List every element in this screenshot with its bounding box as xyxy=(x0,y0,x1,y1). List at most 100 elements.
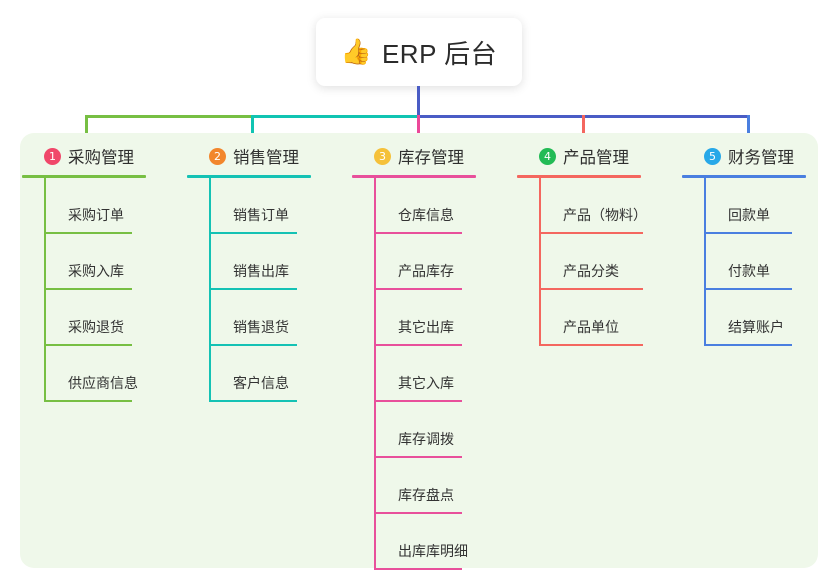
list-item-rule xyxy=(44,344,132,346)
column-3: 3 库存管理仓库信息产品库存其它出库其它入库库存调拨库存盘点出库库明细 xyxy=(352,143,476,570)
list-item[interactable]: 仓库信息 xyxy=(352,178,476,234)
column-header-5[interactable]: 5 财务管理 xyxy=(682,143,806,169)
list-item-label: 客户信息 xyxy=(233,375,289,391)
list-item[interactable]: 其它入库 xyxy=(352,346,476,402)
list-item-rule xyxy=(539,344,643,346)
list-item-label: 付款单 xyxy=(728,263,770,279)
list-item[interactable]: 回款单 xyxy=(682,178,806,234)
column-header-1[interactable]: 1 采购管理 xyxy=(22,143,146,169)
list-item[interactable]: 产品库存 xyxy=(352,234,476,290)
list-item[interactable]: 付款单 xyxy=(682,234,806,290)
column-spine xyxy=(704,178,706,346)
column-badge-icon: 4 xyxy=(539,147,556,165)
list-item-label: 回款单 xyxy=(728,207,770,223)
column-title: 库存管理 xyxy=(398,149,464,167)
list-item-rule xyxy=(44,232,132,234)
list-item-label: 采购退货 xyxy=(68,319,124,335)
list-item-rule xyxy=(374,344,462,346)
list-item[interactable]: 出库库明细 xyxy=(352,514,476,570)
list-item-label: 采购入库 xyxy=(68,263,124,279)
list-item[interactable]: 销售订单 xyxy=(187,178,311,234)
column-title: 采购管理 xyxy=(68,149,134,167)
list-item[interactable]: 产品分类 xyxy=(517,234,643,290)
connector-drop-2 xyxy=(251,115,254,143)
column-badge-icon: 5 xyxy=(704,147,721,165)
list-item-label: 出库库明细 xyxy=(398,543,468,559)
list-item-label: 产品单位 xyxy=(563,319,619,335)
column-spine xyxy=(44,178,46,402)
list-item-rule xyxy=(209,400,297,402)
list-item[interactable]: 客户信息 xyxy=(187,346,311,402)
list-item-label: 结算账户 xyxy=(728,319,784,335)
list-item-label: 仓库信息 xyxy=(398,207,454,223)
list-item[interactable]: 其它出库 xyxy=(352,290,476,346)
column-items: 采购订单采购入库采购退货供应商信息 xyxy=(22,178,146,402)
list-item-rule xyxy=(209,344,297,346)
list-item-label: 库存调拨 xyxy=(398,431,454,447)
list-item-rule xyxy=(539,232,643,234)
column-badge-icon: 3 xyxy=(374,147,391,165)
column-header-rule xyxy=(517,175,641,178)
list-item-rule xyxy=(374,512,462,514)
column-5: 5 财务管理回款单付款单结算账户 xyxy=(682,143,806,346)
thumbs-up-icon: 👍 xyxy=(340,37,372,66)
list-item[interactable]: 销售退货 xyxy=(187,290,311,346)
column-1: 1 采购管理采购订单采购入库采购退货供应商信息 xyxy=(22,143,146,402)
column-2: 2 销售管理销售订单销售出库销售退货客户信息 xyxy=(187,143,311,402)
column-badge-icon: 1 xyxy=(44,147,61,165)
connector-bar-left xyxy=(85,115,254,118)
list-item-rule xyxy=(374,288,462,290)
column-header-rule xyxy=(22,175,146,178)
list-item-rule xyxy=(704,288,792,290)
list-item-rule xyxy=(374,400,462,402)
column-header-rule xyxy=(682,175,806,178)
list-item[interactable]: 供应商信息 xyxy=(22,346,146,402)
column-title: 财务管理 xyxy=(728,149,794,167)
connector-bar-mid xyxy=(253,115,419,118)
list-item-rule xyxy=(374,232,462,234)
list-item-rule xyxy=(704,344,792,346)
list-item-label: 销售退货 xyxy=(233,319,289,335)
column-header-rule xyxy=(187,175,311,178)
column-items: 回款单付款单结算账户 xyxy=(682,178,806,346)
list-item-rule xyxy=(44,400,132,402)
column-items: 销售订单销售出库销售退货客户信息 xyxy=(187,178,311,402)
column-title: 销售管理 xyxy=(233,149,299,167)
connector-trunk xyxy=(417,86,420,116)
list-item[interactable]: 产品单位 xyxy=(517,290,643,346)
column-badge-icon: 2 xyxy=(209,147,226,165)
list-item[interactable]: 库存调拨 xyxy=(352,402,476,458)
list-item-label: 供应商信息 xyxy=(68,375,138,391)
list-item-label: 产品库存 xyxy=(398,263,454,279)
column-header-rule xyxy=(352,175,476,178)
list-item-rule xyxy=(374,456,462,458)
list-item[interactable]: 采购退货 xyxy=(22,290,146,346)
connector-drop-4 xyxy=(582,115,585,143)
list-item[interactable]: 采购入库 xyxy=(22,234,146,290)
list-item-label: 其它入库 xyxy=(398,375,454,391)
list-item-label: 其它出库 xyxy=(398,319,454,335)
column-header-2[interactable]: 2 销售管理 xyxy=(187,143,311,169)
list-item[interactable]: 销售出库 xyxy=(187,234,311,290)
list-item-label: 采购订单 xyxy=(68,207,124,223)
column-spine xyxy=(539,178,541,346)
connector-drop-5 xyxy=(747,115,750,143)
list-item-rule xyxy=(539,288,643,290)
root-title-card[interactable]: 👍 ERP 后台 xyxy=(316,18,522,86)
list-item-label: 产品分类 xyxy=(563,263,619,279)
list-item-label: 销售出库 xyxy=(233,263,289,279)
list-item-label: 产品（物料） xyxy=(563,207,647,223)
list-item[interactable]: 库存盘点 xyxy=(352,458,476,514)
list-item-rule xyxy=(704,232,792,234)
list-item[interactable]: 采购订单 xyxy=(22,178,146,234)
column-spine xyxy=(374,178,376,570)
list-item[interactable]: 产品（物料） xyxy=(517,178,647,234)
list-item-rule xyxy=(209,232,297,234)
list-item[interactable]: 结算账户 xyxy=(682,290,806,346)
column-items: 仓库信息产品库存其它出库其它入库库存调拨库存盘点出库库明细 xyxy=(352,178,476,570)
list-item-rule xyxy=(374,568,462,570)
column-header-3[interactable]: 3 库存管理 xyxy=(352,143,476,169)
branches-panel xyxy=(20,133,818,568)
